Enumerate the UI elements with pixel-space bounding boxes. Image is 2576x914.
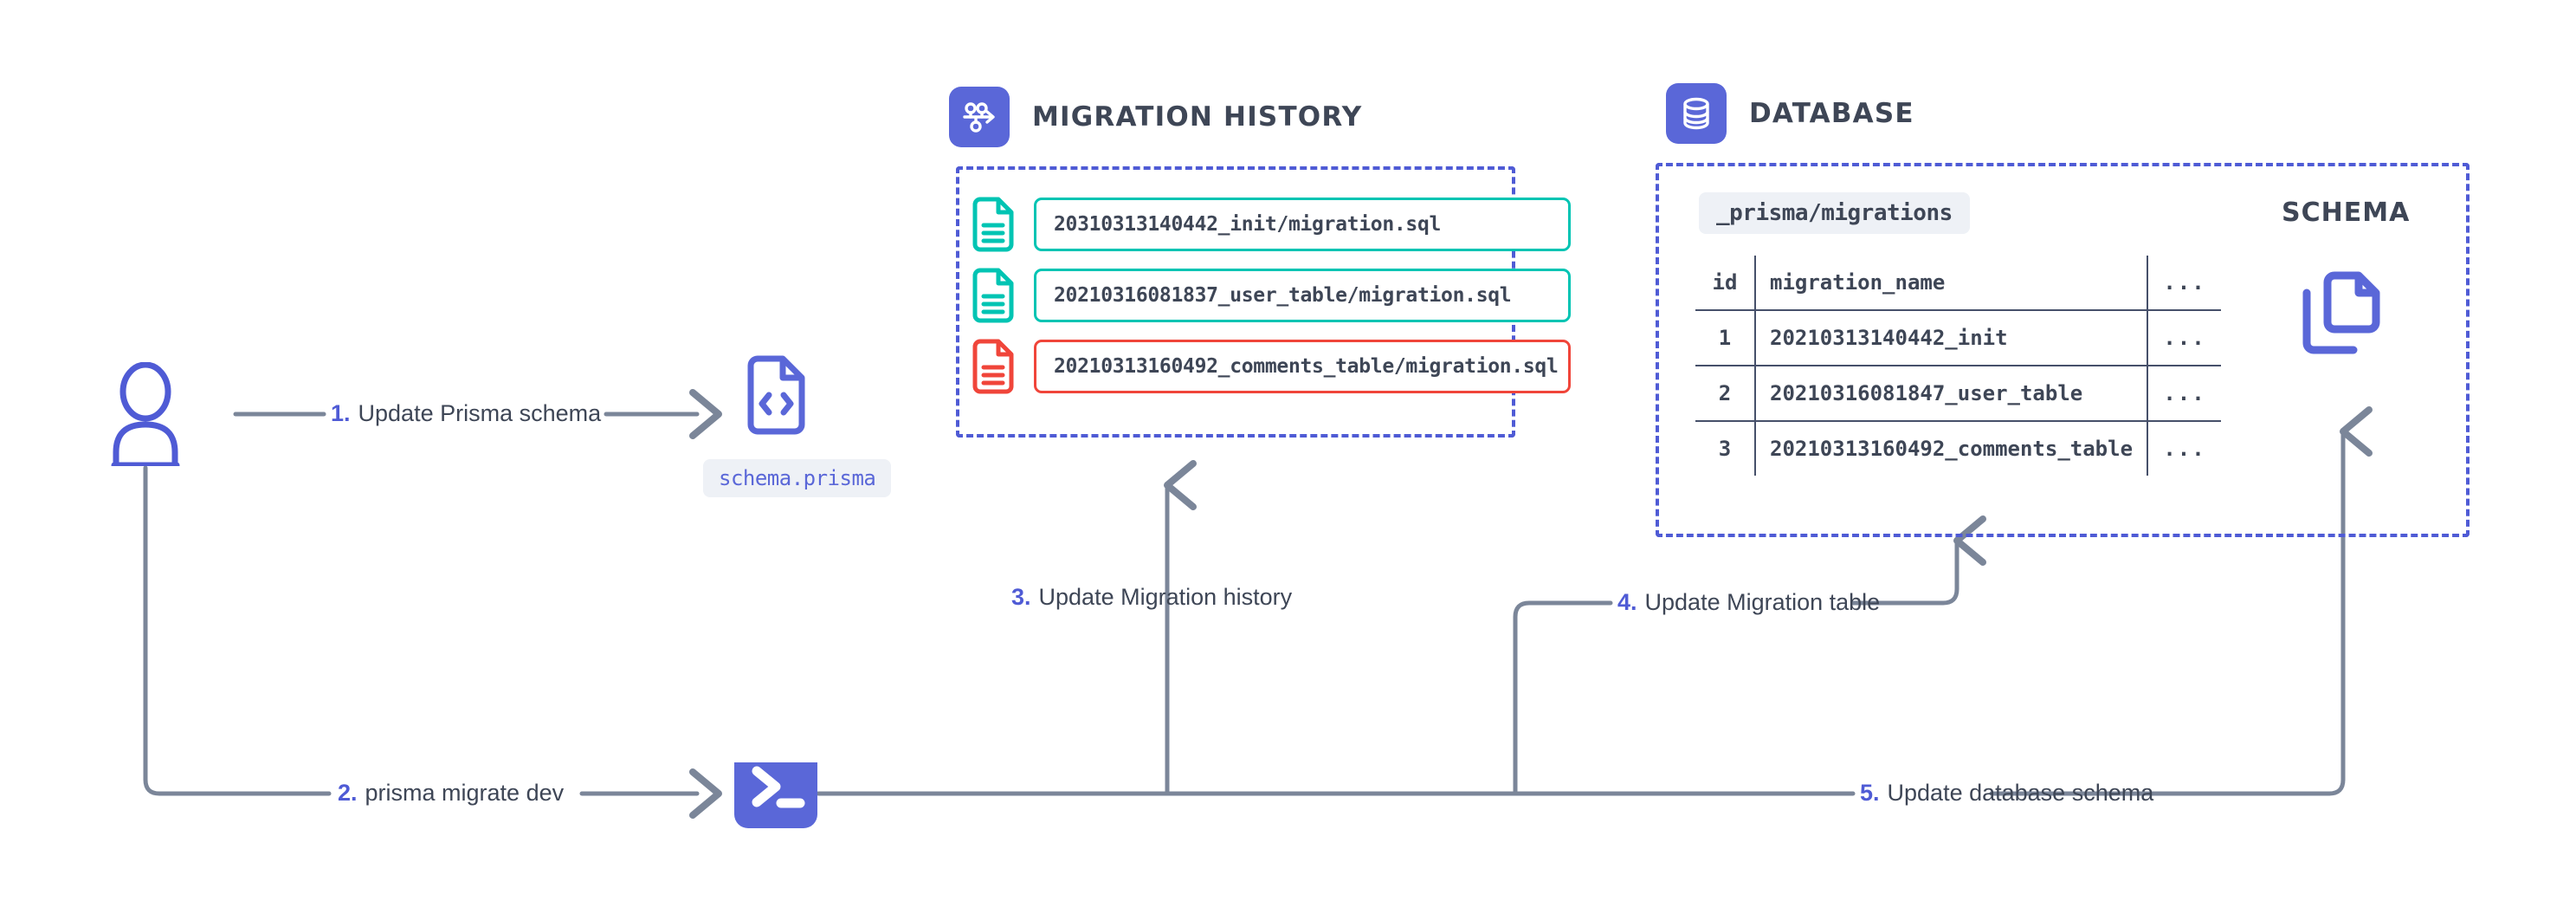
step-1-label: 1. Update Prisma schema	[331, 400, 601, 427]
step-4-text: Update Migration table	[1644, 589, 1881, 615]
migration-file-pill[interactable]: 20210316081837_user_table/migration.sql	[1034, 269, 1571, 322]
step-5-text: Update database schema	[1887, 780, 2154, 806]
row-migration-name: 20210316081847_user_table	[1753, 365, 2149, 422]
file-document-icon	[972, 197, 1015, 252]
database-icon	[1666, 83, 1727, 144]
prisma-migrations-chip: _prisma/migrations	[1699, 192, 1970, 234]
terminal-icon	[734, 762, 817, 828]
migration-file-name: 20210316081837_user_table/migration.sql	[1054, 284, 1512, 307]
migration-history-icon	[949, 87, 1010, 147]
code-file-icon	[745, 355, 807, 435]
step-2-number: 2.	[338, 780, 358, 806]
database-box	[1656, 163, 2469, 537]
migration-file-name: 20310313140442_init/migration.sql	[1054, 213, 1442, 236]
user-avatar-icon	[102, 362, 189, 466]
migration-history-title: MIGRATION HISTORY	[1032, 101, 1363, 133]
database-header: DATABASE	[1666, 83, 1914, 144]
table-header-row: id migration_name ...	[1695, 256, 2222, 311]
table-row[interactable]: 1 20210313140442_init ...	[1695, 309, 2222, 366]
column-header-name: migration_name	[1753, 256, 2149, 311]
copy-document-icon	[2286, 269, 2390, 364]
file-document-icon	[972, 268, 1015, 323]
step-3-text: Update Migration history	[1038, 584, 1293, 610]
step-4-number: 4.	[1617, 589, 1637, 615]
step-1-text: Update Prisma schema	[358, 400, 602, 426]
schema-label: SCHEMA	[2282, 198, 2411, 228]
row-migration-name: 20210313160492_comments_table	[1753, 420, 2149, 476]
migration-file-row[interactable]: 20310313140442_init/migration.sql	[972, 197, 1571, 252]
step-5-number: 5.	[1860, 780, 1880, 806]
schema-file-name-chip: schema.prisma	[703, 459, 892, 497]
column-header-more: ...	[2147, 256, 2222, 311]
step-4-label: 4. Update Migration table	[1617, 589, 1880, 616]
migration-file-pill[interactable]: 20310313140442_init/migration.sql	[1034, 198, 1571, 251]
step-2-text: prisma migrate dev	[365, 780, 565, 806]
step-3-label: 3. Update Migration history	[1011, 584, 1292, 611]
database-title: DATABASE	[1749, 98, 1914, 129]
migration-file-row[interactable]: 20210316081837_user_table/migration.sql	[972, 268, 1571, 323]
column-header-id: id	[1695, 256, 1756, 311]
row-id: 2	[1695, 365, 1756, 422]
migration-file-pill[interactable]: 20210313160492_comments_table/migration.…	[1034, 340, 1571, 393]
migration-history-header: MIGRATION HISTORY	[949, 87, 1362, 147]
row-more[interactable]: ...	[2147, 420, 2222, 476]
row-more[interactable]: ...	[2147, 365, 2222, 422]
schema-file-name: schema.prisma	[703, 459, 892, 497]
step-2-label: 2. prisma migrate dev	[338, 780, 564, 807]
step-3-number: 3.	[1011, 584, 1031, 610]
migration-file-row[interactable]: 20210313160492_comments_table/migration.…	[972, 339, 1571, 394]
file-document-icon	[972, 339, 1015, 394]
table-row[interactable]: 2 20210316081847_user_table ...	[1695, 365, 2222, 422]
prisma-migrations-chip-wrap: _prisma/migrations	[1699, 192, 1970, 234]
step-5-label: 5. Update database schema	[1860, 780, 2153, 807]
table-row[interactable]: 3 20210313160492_comments_table ...	[1695, 420, 2222, 476]
migrations-table: id migration_name ... 1 20210313140442_i…	[1693, 253, 2224, 478]
row-id: 3	[1695, 420, 1756, 476]
step-1-number: 1.	[331, 400, 351, 426]
row-id: 1	[1695, 309, 1756, 366]
row-migration-name: 20210313140442_init	[1753, 309, 2149, 366]
migration-file-name: 20210313160492_comments_table/migration.…	[1054, 355, 1559, 378]
migrations-table-wrap: id migration_name ... 1 20210313140442_i…	[1693, 253, 2224, 478]
row-more[interactable]: ...	[2147, 309, 2222, 366]
